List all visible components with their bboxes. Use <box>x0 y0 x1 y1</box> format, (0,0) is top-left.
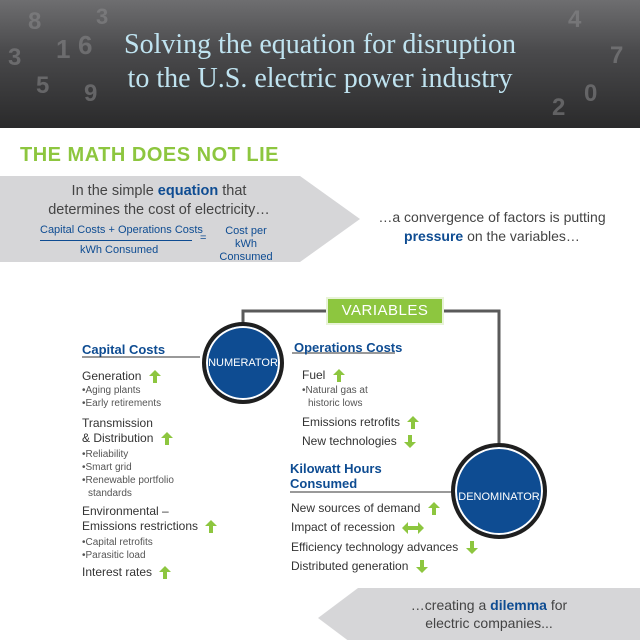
interest-item: Interest rates <box>82 565 172 580</box>
intro-arrow <box>0 176 360 262</box>
arrow-up-icon <box>427 502 440 516</box>
intro-text-line2: determines the cost of electricity… <box>48 202 270 218</box>
intro-text: In the simple equation that determines t… <box>24 182 294 220</box>
env-sub: •Capital retrofits •Parasitic load <box>82 536 153 562</box>
convergence-highlight: pressure <box>404 228 464 244</box>
sub-item: standards <box>88 488 132 499</box>
env-label-1: Environmental – <box>82 504 169 518</box>
decor-digit: 8 <box>28 8 42 35</box>
kwh-item-label: Distributed generation <box>291 559 409 573</box>
arrow-down-icon <box>404 435 417 449</box>
kwh-item: Distributed generation <box>291 559 428 574</box>
arrow-down-icon <box>415 560 428 574</box>
sub-item: •Parasitic load <box>82 550 146 561</box>
fuel-item: Fuel <box>302 368 345 383</box>
kwh-heading-1: Kilowatt Hours <box>290 461 382 476</box>
sub-item: •Smart grid <box>82 462 132 473</box>
dilemma-highlight: dilemma <box>490 597 547 613</box>
intro-text-pre: In the simple <box>71 183 158 199</box>
variables-label: VARIABLES <box>326 297 444 325</box>
result-line-1: Cost per kWh <box>225 225 267 250</box>
emissions-item: Emissions retrofits <box>302 415 420 430</box>
emissions-label: Emissions retrofits <box>302 415 401 429</box>
operations-costs-heading: Operations Costs <box>294 340 403 355</box>
result-line-2: Consumed <box>219 251 273 263</box>
fuel-sub: •Natural gas at historic lows <box>302 384 368 410</box>
decor-digit: 2 <box>552 94 566 121</box>
intro-highlight: equation <box>157 183 219 199</box>
sub-item: •Natural gas at <box>302 385 368 396</box>
kwh-item-label: Efficiency technology advances <box>291 540 459 554</box>
decor-digit: 7 <box>610 42 624 69</box>
decor-digit: 4 <box>568 6 582 33</box>
kwh-item: Impact of recession <box>291 520 425 534</box>
generation-item: Generation <box>82 369 161 384</box>
decor-digit: 3 <box>8 44 22 71</box>
td-item: Transmission & Distribution <box>82 416 173 446</box>
arrow-up-icon <box>160 432 173 446</box>
environmental-item: Environmental – Emissions restrictions <box>82 504 218 534</box>
td-label-2: & Distribution <box>82 431 154 445</box>
dilemma-post: for <box>546 597 568 613</box>
arrow-down-icon <box>465 541 478 555</box>
generation-sub: •Aging plants •Early retirements <box>82 384 161 410</box>
fraction-bar <box>40 240 192 241</box>
dilemma-arrow <box>318 588 640 640</box>
sub-item: •Aging plants <box>82 385 141 396</box>
dilemma-line2: electric companies... <box>425 615 553 631</box>
header-banner: 8 3 1 6 3 5 9 4 2 0 7 Solving the equati… <box>0 0 640 128</box>
kwh-item: New sources of demand <box>291 501 440 516</box>
capital-costs-heading: Capital Costs <box>82 342 166 357</box>
sub-item: •Early retirements <box>82 398 162 409</box>
kwh-item-label: Impact of recession <box>291 520 396 534</box>
kwh-item-label: New sources of demand <box>291 501 421 515</box>
sub-item: •Reliability <box>82 449 129 460</box>
convergence-line2: on the variables… <box>463 228 580 244</box>
equals-sign: = <box>200 232 207 244</box>
equation-numerator: Capital Costs + Operations Costs <box>40 224 203 236</box>
kwh-heading: Kilowatt Hours Consumed <box>290 461 382 491</box>
sub-item: historic lows <box>308 398 363 409</box>
kwh-item: Efficiency technology advances <box>291 540 478 555</box>
decor-digit: 5 <box>36 72 50 99</box>
arrow-left-right-icon <box>402 521 425 534</box>
decor-digit: 3 <box>96 4 109 29</box>
generation-label: Generation <box>82 369 142 383</box>
decor-digit: 9 <box>84 80 98 107</box>
equation-result: Cost per kWh Consumed <box>214 225 278 264</box>
intro-text-post: that <box>218 183 247 199</box>
section-title: THE MATH DOES NOT LIE <box>20 144 280 166</box>
decor-digit: 6 <box>78 30 93 60</box>
arrow-up-icon <box>159 566 172 580</box>
dilemma-text: …creating a dilemma for electric compani… <box>364 596 614 632</box>
title-line-2: to the U.S. electric power industry <box>127 63 513 94</box>
arrow-up-icon <box>205 520 218 534</box>
newtech-label: New technologies <box>302 434 397 448</box>
arrow-up-icon <box>407 416 420 430</box>
kwh-heading-2: Consumed <box>290 476 358 491</box>
page-title: Solving the equation for disruption to t… <box>0 28 640 96</box>
td-label-1: Transmission <box>82 416 153 430</box>
env-label-2: Emissions restrictions <box>82 519 199 533</box>
sub-item: •Capital retrofits <box>82 537 153 548</box>
decor-digit: 0 <box>584 80 598 107</box>
arrow-up-icon <box>148 370 161 384</box>
td-sub: •Reliability •Smart grid •Renewable port… <box>82 448 174 500</box>
convergence-text: …a convergence of factors is putting pre… <box>352 208 632 246</box>
sub-item: •Renewable portfolio <box>82 475 174 486</box>
equation-denominator: kWh Consumed <box>80 244 159 256</box>
newtech-item: New technologies <box>302 434 417 449</box>
convergence-line1: …a convergence of factors is putting <box>378 209 606 225</box>
fuel-label: Fuel <box>302 368 326 382</box>
numerator-circle: NUMERATOR <box>202 322 284 404</box>
title-line-1: Solving the equation for disruption <box>124 29 516 60</box>
denominator-circle: DENOMINATOR <box>451 443 547 539</box>
decor-digit: 1 <box>56 34 71 64</box>
interest-label: Interest rates <box>82 565 153 579</box>
arrow-up-icon <box>332 369 345 383</box>
dilemma-pre: …creating a <box>410 597 491 613</box>
